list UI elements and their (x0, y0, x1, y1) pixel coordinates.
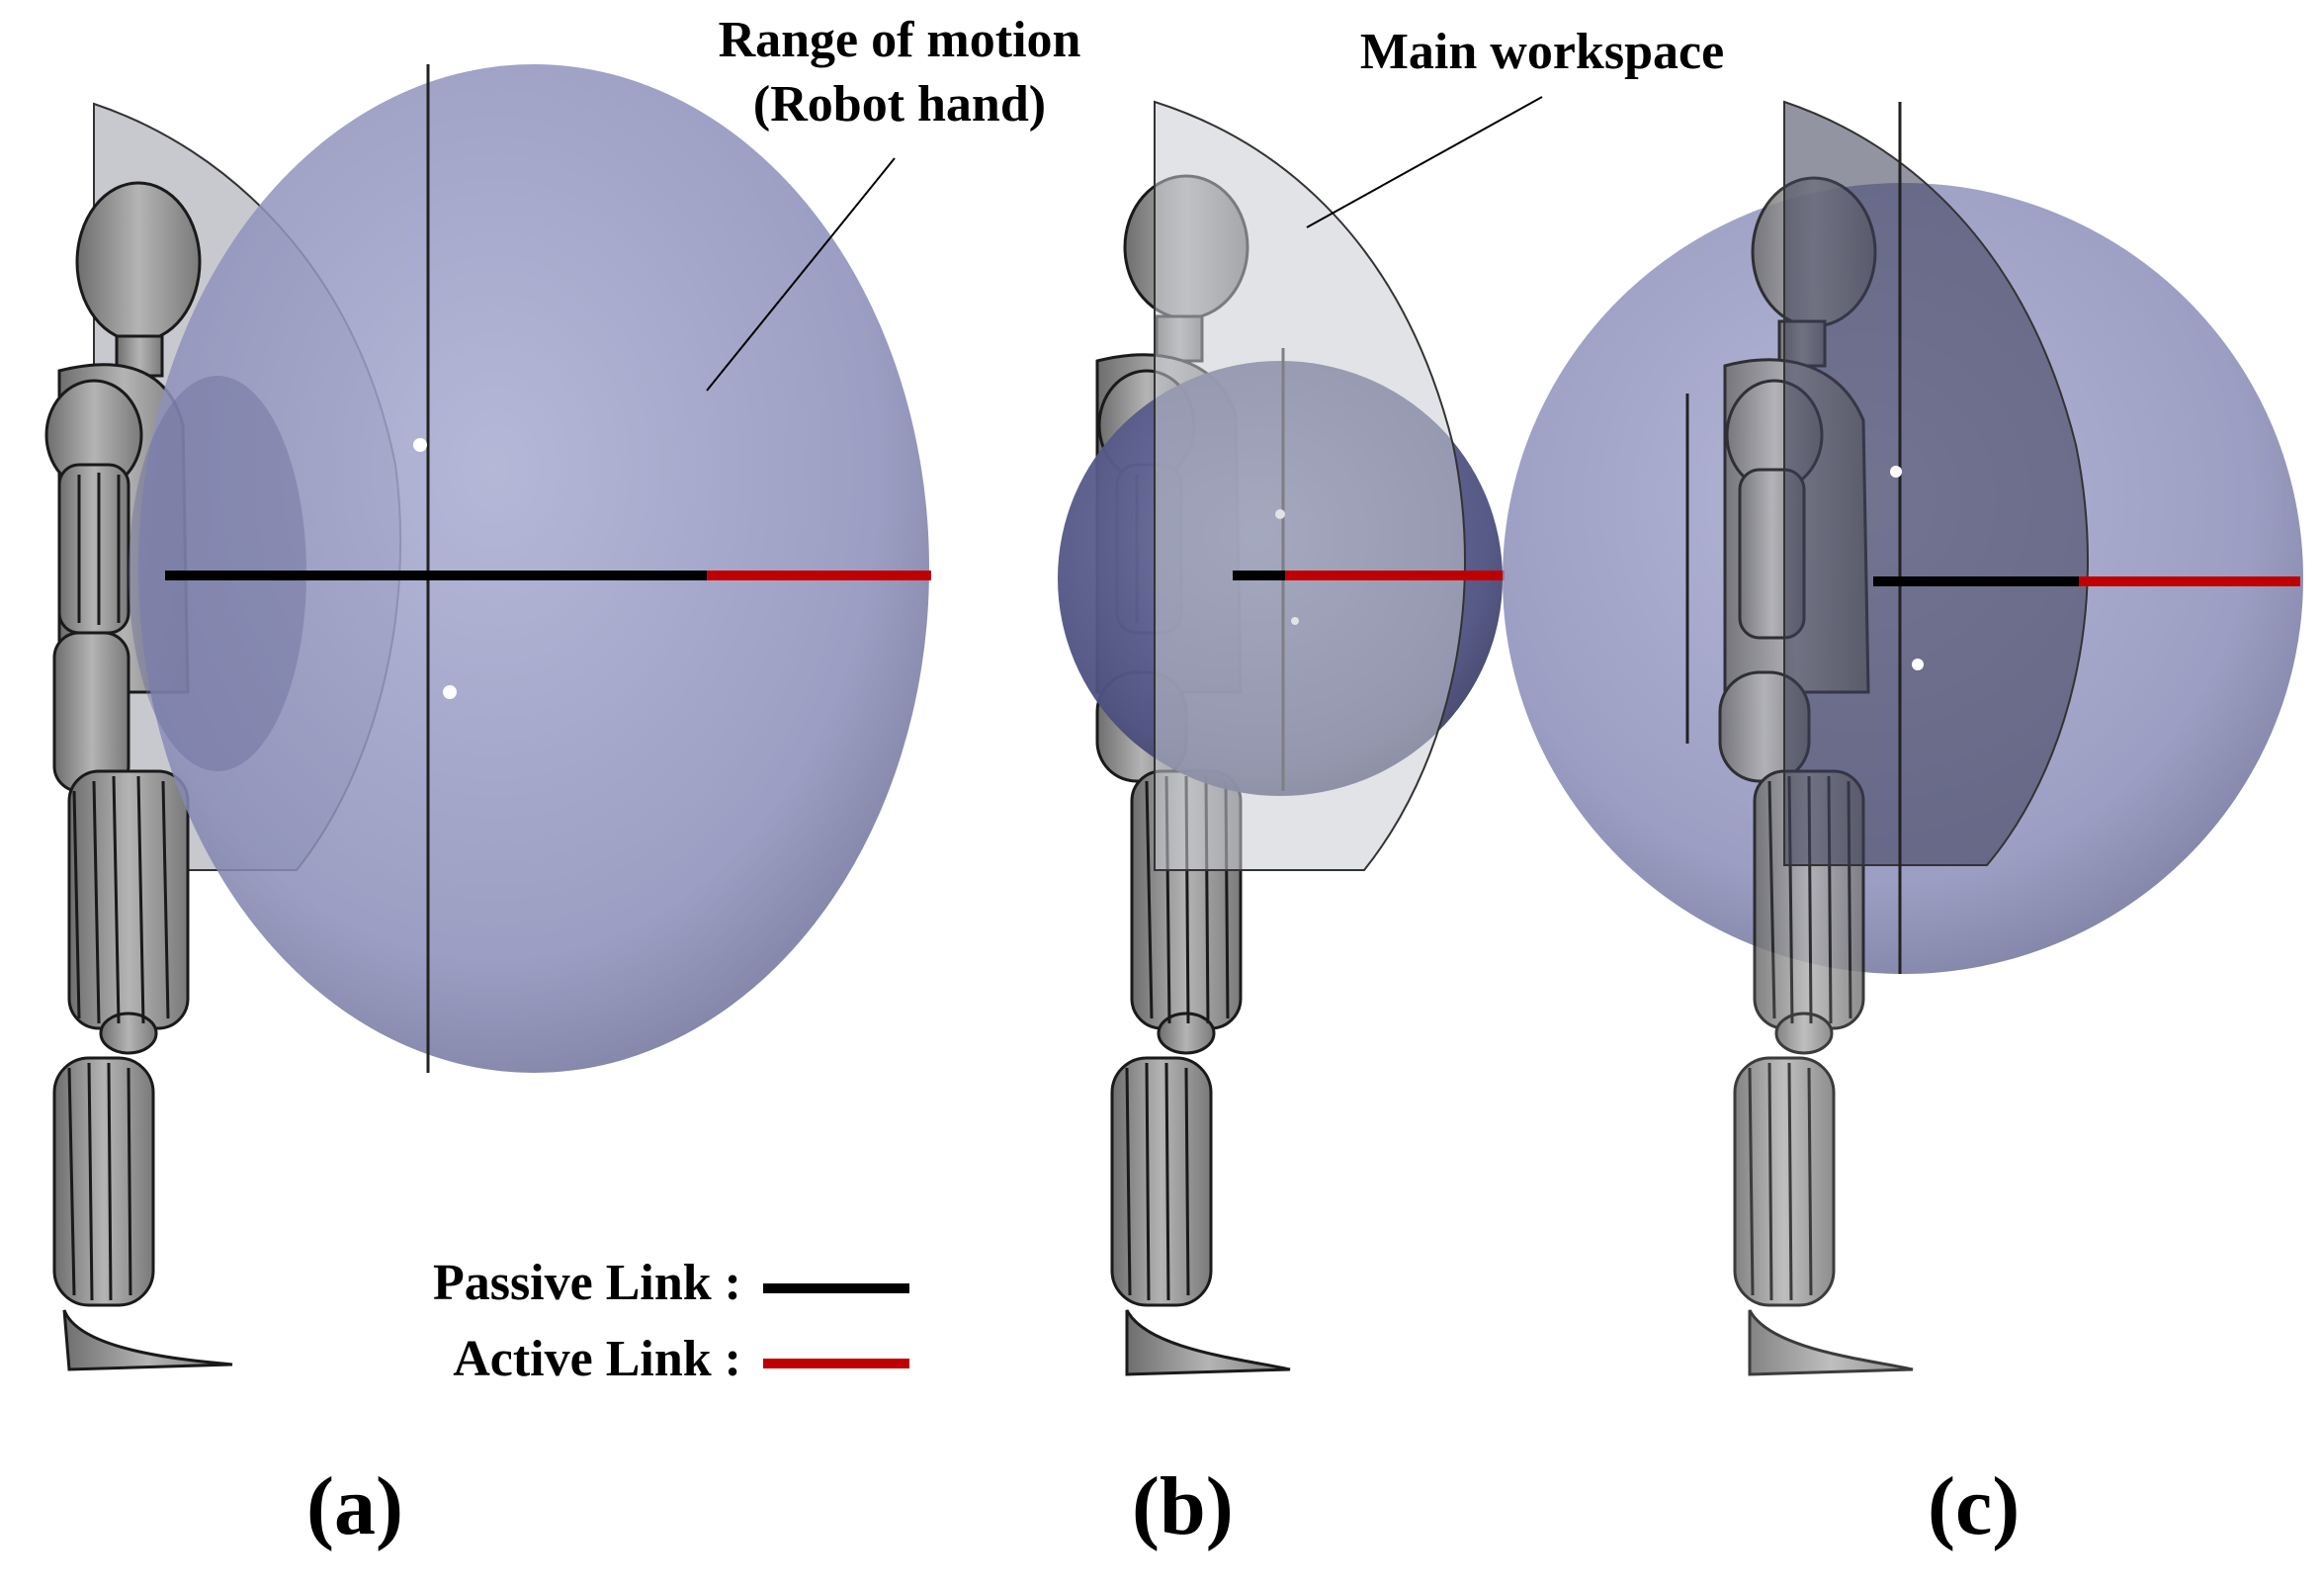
range-of-motion-leader (706, 157, 896, 392)
main-workspace-leader (1306, 96, 1543, 228)
highlight-a2 (443, 685, 457, 699)
panel-label-b: (b) (1132, 1460, 1234, 1552)
panel-a (44, 64, 931, 1371)
panel-label-c: (c) (1928, 1460, 2021, 1552)
panel-c (1503, 100, 2303, 1376)
legend-active-label: Active Link : (453, 1331, 741, 1387)
panel-label-a: (a) (306, 1460, 403, 1552)
range-of-motion-label: Range of motion (Robot hand) (633, 8, 1166, 136)
legend-active-swatch (763, 1359, 909, 1368)
panel-b (1058, 96, 1543, 1376)
main-workspace-label: Main workspace (1359, 24, 1725, 80)
legend-passive-swatch (763, 1283, 909, 1293)
workspace-surface-b (1154, 100, 1466, 871)
range-of-motion-line2: (Robot hand) (752, 76, 1047, 132)
range-of-motion-line1: Range of motion (718, 12, 1081, 68)
highlight-a1 (413, 438, 427, 452)
range-of-motion-sphere-a (138, 64, 929, 1073)
highlight-c2 (1912, 659, 1924, 670)
legend-passive-label: Passive Link : (432, 1255, 741, 1311)
highlight-c1 (1890, 466, 1902, 478)
